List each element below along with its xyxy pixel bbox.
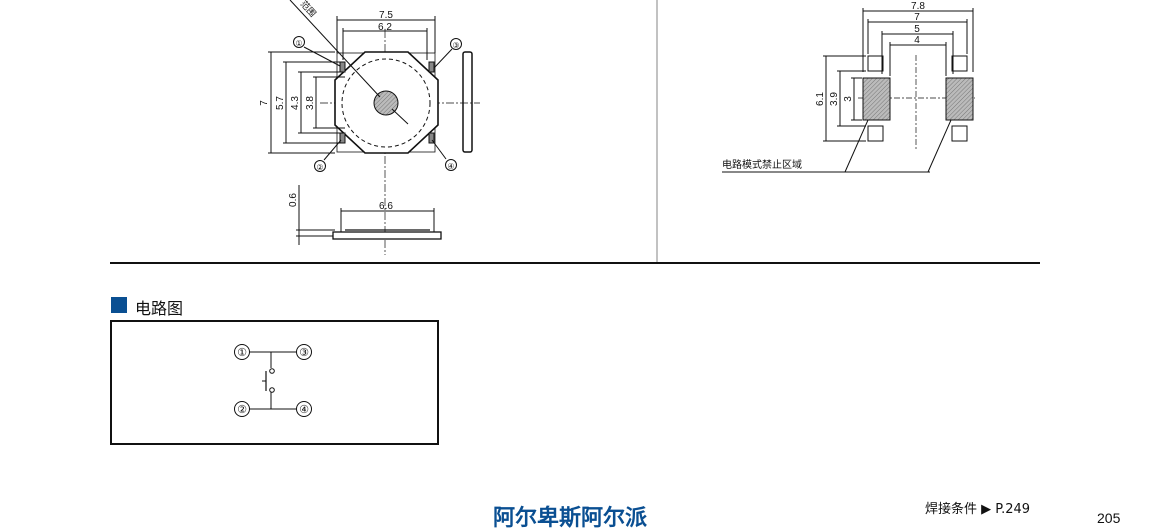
circuit-terminal-4: ④ (299, 404, 309, 416)
circuit-terminal-1: ① (237, 347, 247, 359)
top-view-drawing (268, 0, 480, 255)
circuit-frame (110, 320, 439, 445)
page-number: 205 (1097, 510, 1121, 526)
dim-5-7: 5.7 (275, 96, 286, 110)
land-pattern-drawing (722, 8, 975, 173)
circuit-section-title: 电路图 (135, 301, 184, 318)
top-view-labels: 7.5 6.2 7 5.7 4.3 3.8 范围 ① ② ③ ④ 0.6 6.6 (259, 0, 460, 212)
land-pattern-labels: 7.8 7 5 4 6.1 3.9 3 电路模式禁止区域 (722, 1, 925, 171)
dim-4: 4 (914, 35, 920, 46)
terminal-4: ④ (447, 162, 454, 171)
dim-7: 7 (914, 12, 920, 23)
side-view-drawing (296, 185, 442, 245)
circuit-diagram (234, 344, 312, 417)
dim-0-6: 0.6 (288, 193, 299, 207)
section-marker-icon (111, 297, 127, 313)
dim-3-9: 3.9 (829, 92, 840, 106)
dim-4-3: 4.3 (290, 96, 301, 110)
partial-label: 范围 (299, 0, 319, 19)
dim-7-5: 7.5 (379, 10, 393, 21)
brand-name: 阿尔卑斯阿尔派 (493, 506, 648, 531)
terminal-3: ③ (452, 41, 459, 50)
keepout-pad-right (945, 77, 974, 121)
circuit-terminal-2: ② (237, 404, 247, 416)
dim-5: 5 (914, 24, 920, 35)
keepout-pad-left (862, 77, 891, 121)
keepout-label: 电路模式禁止区域 (722, 158, 802, 171)
dim-7: 7 (259, 100, 270, 106)
dim-3-8: 3.8 (305, 96, 316, 110)
soldering-conditions-link[interactable]: 焊接条件 ▶ P.249 (925, 502, 1031, 517)
dim-7-8: 7.8 (911, 1, 925, 12)
terminal-2: ② (316, 163, 323, 172)
circuit-labels: ① ③ ② ④ (237, 347, 309, 416)
dim-6-6: 6.6 (379, 201, 393, 212)
circuit-terminal-3: ③ (299, 347, 309, 359)
dim-6-1: 6.1 (815, 92, 826, 106)
dim-3: 3 (843, 96, 854, 102)
terminal-1: ① (295, 39, 302, 48)
dim-6-2: 6.2 (378, 22, 392, 33)
